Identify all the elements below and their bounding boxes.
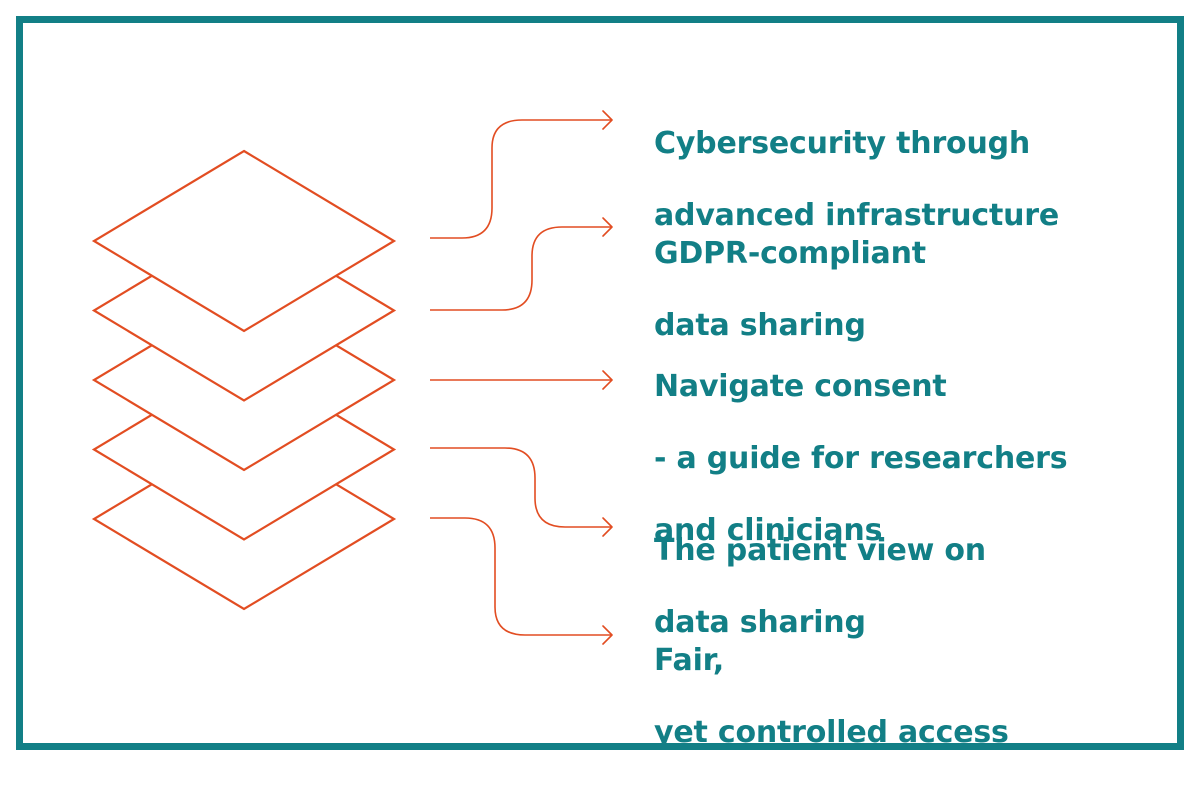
label-line: data sharing [654,308,866,343]
item-labels: Cybersecurity through advanced infrastru… [654,90,1068,750]
label-cybersecurity: Cybersecurity through advanced infrastru… [654,90,1059,270]
layers-diagram [91,110,613,645]
label-fair-access: Fair, yet controlled access [654,607,1009,787]
label-line: Navigate consent [654,369,947,404]
arrowhead-icon [602,110,613,130]
label-patient-view: The patient view on data sharing [654,497,986,677]
arrowhead-icon [602,517,613,537]
label-line: - a guide for researchers [654,441,1068,476]
connector-line [430,226,612,311]
arrowhead-icon [602,217,613,237]
label-gdpr: GDPR-compliant data sharing [654,200,926,380]
connector-arrows [430,110,613,645]
label-line: The patient view on [654,533,986,568]
connector-line [430,517,612,636]
label-line: Cybersecurity through [654,126,1031,161]
label-line: advanced infrastructure [654,198,1060,233]
label-line: and clinicians [654,513,883,548]
connector-line [430,119,612,239]
layer-diamond [91,149,397,333]
label-line: data sharing [654,605,866,640]
label-line: yet controlled access [654,715,1009,750]
arrowhead-icon [602,370,613,390]
label-consent: Navigate consent - a guide for researche… [654,333,1068,585]
stacked-layers-icon [91,149,397,611]
arrowhead-icon [602,625,613,645]
label-line: GDPR-compliant [654,236,926,271]
connector-line [430,447,612,528]
label-line: Fair, [654,643,725,678]
